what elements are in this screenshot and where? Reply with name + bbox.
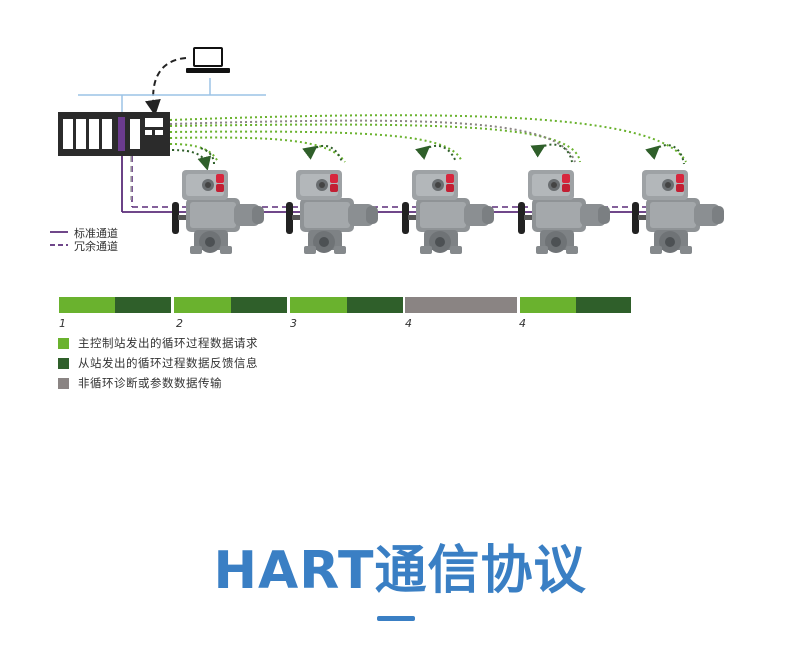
laptop-link-arrow bbox=[144, 57, 187, 116]
ethernet-bus bbox=[78, 78, 266, 112]
timeline-segment-3 bbox=[290, 297, 403, 313]
key-label-acyclic: 非循环诊断或参数数据传输 bbox=[78, 376, 222, 390]
legend-standard-label: 标准通道 bbox=[74, 227, 118, 240]
communication-paths bbox=[169, 114, 687, 171]
timeline-segment-1 bbox=[59, 297, 171, 313]
title-underline bbox=[377, 616, 415, 621]
key-item-response: 从站发出的循环过程数据反馈信息 bbox=[58, 356, 258, 370]
legend-redundant-label: 冗余通道 bbox=[74, 240, 118, 253]
timeline-number-4: 4 bbox=[405, 317, 412, 330]
key-swatch-acyclic bbox=[58, 377, 69, 389]
page-title: HART通信协议 bbox=[213, 541, 587, 601]
timeline-segment-5 bbox=[520, 297, 631, 313]
laptop-icon bbox=[186, 47, 230, 73]
key-item-request: 主控制站发出的循环过程数据请求 bbox=[58, 336, 258, 350]
key-swatch-request bbox=[58, 337, 69, 349]
timeline-number-5: 4 bbox=[519, 317, 526, 330]
key-label-request: 主控制站发出的循环过程数据请求 bbox=[78, 336, 258, 350]
timeline-number-2: 2 bbox=[176, 317, 183, 330]
key-item-acyclic: 非循环诊断或参数数据传输 bbox=[58, 376, 222, 390]
key-label-response: 从站发出的循环过程数据反馈信息 bbox=[78, 356, 258, 370]
master-controller bbox=[58, 112, 170, 156]
timeline-segment-4 bbox=[405, 297, 517, 313]
network-diagram bbox=[50, 47, 724, 254]
key-swatch-response bbox=[58, 357, 69, 369]
timeline-number-1: 1 bbox=[59, 317, 66, 330]
timeline-number-3: 3 bbox=[290, 317, 297, 330]
timeline-segment-2 bbox=[174, 297, 287, 313]
